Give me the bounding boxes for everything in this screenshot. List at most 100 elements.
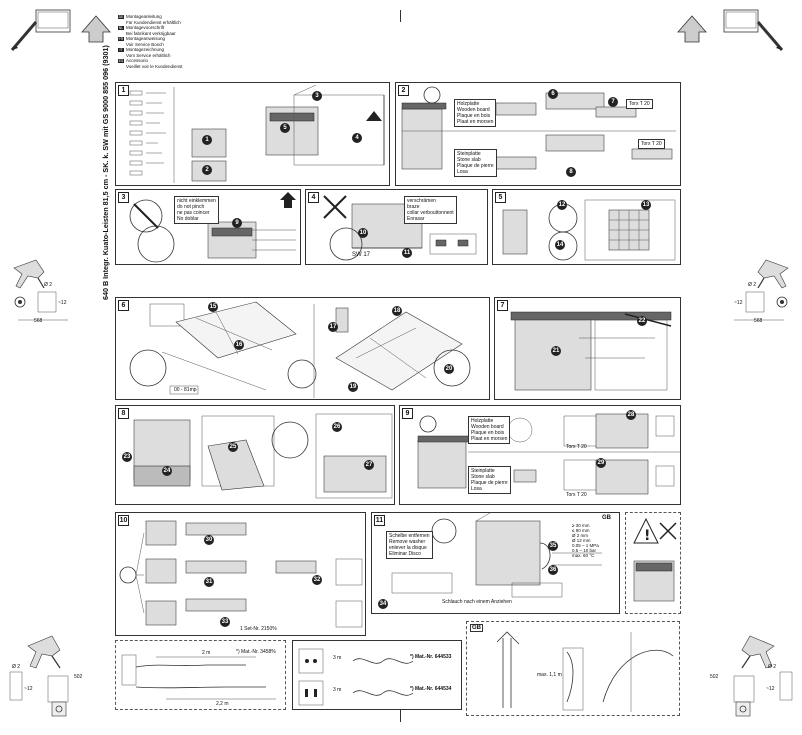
drill-depth: ~12 xyxy=(734,300,743,306)
step-number: 7 xyxy=(497,300,508,311)
vapour-shield-illustration xyxy=(502,199,676,261)
toe-kick-illustration xyxy=(119,520,363,628)
step-panel-7: 7 21 22 xyxy=(494,297,681,400)
cabinet-pencil-icon xyxy=(677,9,784,51)
callout-3: 3 xyxy=(312,91,322,101)
gb-tag: GB xyxy=(602,515,611,521)
torx-label: Torx T 20 xyxy=(626,99,653,109)
cabinet-pencil-icon xyxy=(10,9,111,51)
drill-dimension: 502 xyxy=(74,674,83,680)
step-panel-1: 1 1 2 3 4 5 xyxy=(115,82,390,186)
top-right-icon-group xyxy=(676,8,786,53)
step-panel-6: 6 00 - 81mp 15 16 17 18 19 20 xyxy=(115,297,490,400)
step-panel-8: 8 23 24 25 26 27 xyxy=(115,405,395,505)
torx-label: Torx T 20 xyxy=(566,444,587,450)
stone-slab-label: Steinplatte Stone slab Plaque de pierre … xyxy=(454,149,497,177)
flag-icon: ES xyxy=(118,58,124,63)
callout-9: 9 xyxy=(232,218,242,228)
step-panel-2: 2 Holzplatte Wooden board Plaque en bois… xyxy=(395,82,681,186)
callout-34: 34 xyxy=(378,599,388,609)
document-side-title: 640 B Integr. Kuato-Leisten 81,5 cm - SK… xyxy=(101,45,110,300)
gb-hose-routing-panel: GB max. 1,1 m xyxy=(466,621,680,716)
callout-24: 24 xyxy=(162,466,172,476)
callout-5: 5 xyxy=(280,123,290,133)
length-dimension: 2,2 m xyxy=(216,701,229,707)
callout-22: 22 xyxy=(637,316,647,326)
top-left-icon-group xyxy=(10,8,120,53)
flag-icon: IT xyxy=(118,47,124,52)
stone-slab-label: Steinplatte Stone slab Plaque de pierre … xyxy=(468,466,511,494)
power-cable-panel: 3 m 3 m xyxy=(292,640,462,710)
callout-25: 25 xyxy=(228,442,238,452)
callout-1: 1 xyxy=(202,135,212,145)
step-number: 2 xyxy=(398,85,409,96)
wood-board-label: Holzplatte Wooden board Plaque en bois P… xyxy=(468,416,511,444)
callout-23: 23 xyxy=(122,452,132,462)
parts-list-illustration xyxy=(129,84,385,183)
callout-29: 29 xyxy=(596,458,606,468)
callout-2: 2 xyxy=(202,165,212,175)
crop-mark-top xyxy=(400,10,402,22)
hose-note: Schlauch nach einem Anziehen xyxy=(442,599,512,605)
flag-icon: DE xyxy=(118,14,124,19)
step-number: 3 xyxy=(118,192,129,203)
wrench-size: SW 17 xyxy=(352,252,371,258)
step-panel-11: 11 Schelbe entfernen Remove washer enlev… xyxy=(371,512,620,614)
warning-triangle-icon: ! xyxy=(633,517,677,602)
countertop-fixing-illustration xyxy=(417,413,680,495)
warning-panel: ! xyxy=(625,512,681,614)
door-panel-template-illustration xyxy=(129,301,471,398)
callout-6: 6 xyxy=(548,89,558,99)
step-number: 1 xyxy=(118,85,129,96)
callout-36: 36 xyxy=(548,565,558,575)
svg-text:!: ! xyxy=(644,528,650,544)
callout-12: 12 xyxy=(557,200,567,210)
countertop-illustration xyxy=(401,86,676,170)
remove-washer-label: Schelbe entfernen Remove washer enlever … xyxy=(386,531,433,559)
callout-28: 28 xyxy=(626,410,636,420)
step-panel-10: 10 1 Set-Nr. 2150% 30 31 32 33 xyxy=(115,512,366,636)
torx-label: Torx T 20 xyxy=(638,139,665,149)
drill-diameter: Ø 2 xyxy=(12,664,21,670)
wood-board-label: Holzplatte Wooden board Plaque en bois P… xyxy=(454,99,497,127)
do-not-pinch-label: nicht einklemmen do not pinch ne pas coi… xyxy=(174,196,219,224)
torx-label: Torx T 20 xyxy=(566,492,587,498)
drill-diameter: Ø 2 xyxy=(44,282,53,288)
drill-icon xyxy=(13,259,68,321)
bottom-left-drill-diagram: Ø 2 ~12 502 xyxy=(8,632,98,722)
gb-tag: GB xyxy=(470,624,483,632)
drill-dimension: 502 xyxy=(710,674,719,680)
drill-depth: ~12 xyxy=(766,686,775,692)
hose-routing-icon xyxy=(496,631,674,712)
drill-diameter: Ø 2 xyxy=(748,282,757,288)
set-number: 1 Set-Nr. 2150% xyxy=(240,626,277,632)
callout-10: 10 xyxy=(358,228,368,238)
flag-icon: FR xyxy=(118,36,124,41)
flush-label: verschrämen braze collar verbouttonnent … xyxy=(404,196,457,224)
door-fitting-illustration xyxy=(510,311,672,391)
plug-illustration xyxy=(298,648,414,706)
door-mounting-illustration xyxy=(133,413,393,499)
drill-dimension: 568 xyxy=(34,318,43,324)
drill-diameter: Ø 2 xyxy=(768,664,777,670)
hose-illustration xyxy=(121,654,276,700)
step-number: 10 xyxy=(118,515,129,526)
step-number: 5 xyxy=(495,192,506,203)
step-panel-9: 9 Holzplatte Wooden board Plaque en bois… xyxy=(399,405,681,505)
length-dimension: 2 m xyxy=(202,650,211,656)
left-drill-diagram: Ø 2 ~12 568 xyxy=(8,258,88,328)
water-specs: ≥ 30 mm ≤ 90 mm Ø 2 mm Ø 12 mm 0.05 – 1 … xyxy=(572,523,599,558)
callout-19: 19 xyxy=(348,382,358,392)
callout-27: 27 xyxy=(364,460,374,470)
drill-icon xyxy=(9,635,69,717)
callout-26: 26 xyxy=(332,422,342,432)
callout-30: 30 xyxy=(204,535,214,545)
drill-depth: ~12 xyxy=(58,300,67,306)
step-panel-5: 5 12 13 14 xyxy=(492,189,681,265)
